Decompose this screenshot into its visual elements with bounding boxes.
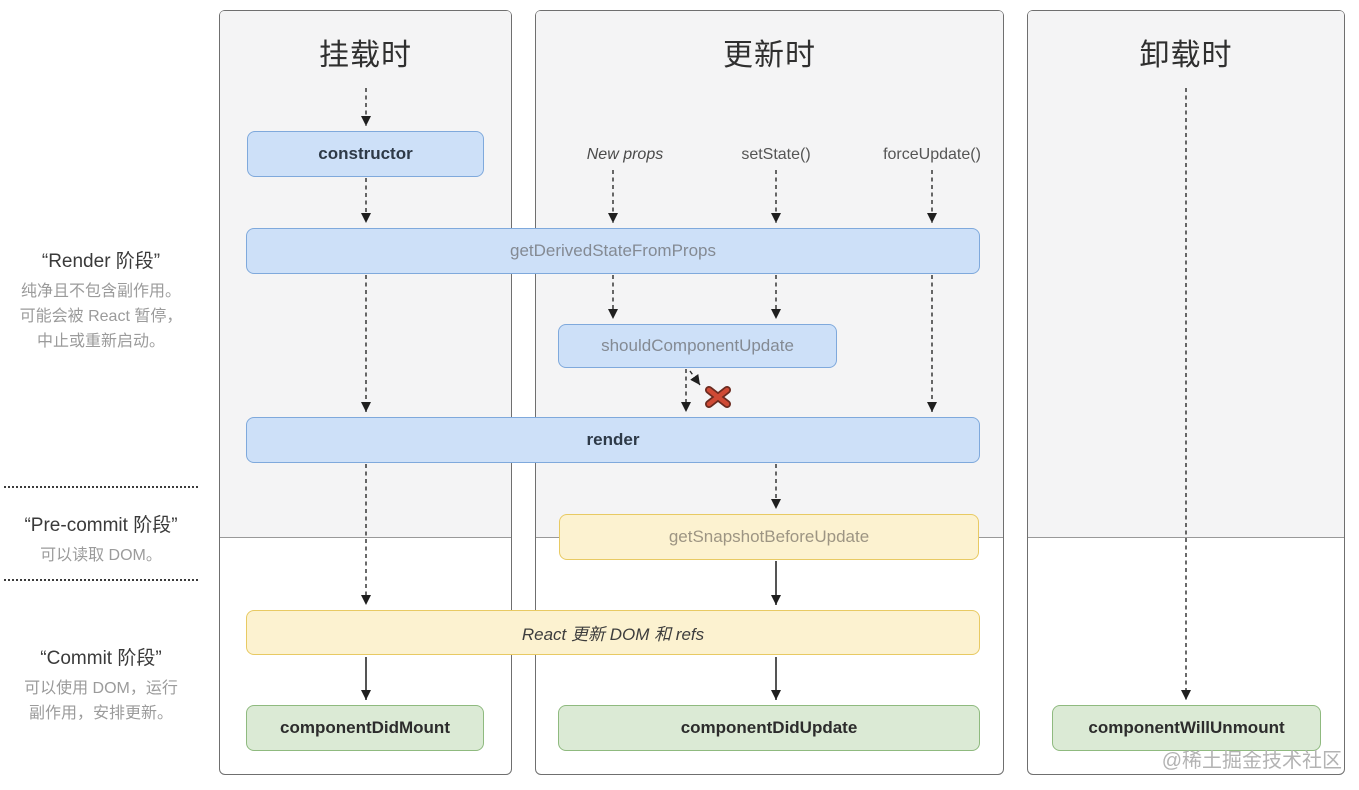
precommit-phase-desc-line: 可以读取 DOM。 xyxy=(40,547,162,564)
componentdidupdate-box: componentDidUpdate xyxy=(558,705,980,751)
watermark: @稀土掘金技术社区 xyxy=(1161,750,1342,772)
commit-phase-title: “Commit 阶段” xyxy=(40,648,162,669)
commit-phase-label: “Commit 阶段” 可以使用 DOM，运行 副作用，安排更新。 xyxy=(0,643,202,726)
precommit-phase-label: “Pre-commit 阶段” 可以读取 DOM。 xyxy=(0,510,202,568)
getderivedstatefromprops-box: getDerivedStateFromProps xyxy=(246,228,980,274)
commit-phase-desc-line: 可以使用 DOM，运行 xyxy=(24,680,178,697)
mounting-title: 挂载时 xyxy=(319,39,412,72)
constructor-box: constructor xyxy=(247,131,484,177)
getsnapshotbeforeupdate-box: getSnapshotBeforeUpdate xyxy=(559,514,979,560)
unmounting-title: 卸载时 xyxy=(1139,39,1233,72)
abort-x-icon xyxy=(705,386,731,408)
setstate-label: setState() xyxy=(741,146,811,163)
updating-title: 更新时 xyxy=(723,39,816,72)
componentdidmount-box: componentDidMount xyxy=(246,705,484,751)
render-phase-desc-line: 可能会被 React 暂停， xyxy=(19,308,183,325)
render-phase-title: “Render 阶段” xyxy=(41,251,161,272)
react-updates-dom-box: React 更新 DOM 和 refs xyxy=(246,610,980,655)
new-props-label: New props xyxy=(586,146,664,163)
phase-divider-bottom xyxy=(4,579,198,581)
commit-phase-desc-line: 副作用，安排更新。 xyxy=(28,705,173,722)
componentwillunmount-box: componentWillUnmount xyxy=(1052,705,1321,751)
shouldcomponentupdate-box: shouldComponentUpdate xyxy=(558,324,837,368)
forceupdate-label: forceUpdate() xyxy=(883,146,981,163)
render-phase-label: “Render 阶段” 纯净且不包含副作用。 可能会被 React 暂停， 中止… xyxy=(0,246,202,354)
phase-divider-top xyxy=(4,486,198,488)
render-phase-desc-line: 纯净且不包含副作用。 xyxy=(20,283,181,300)
render-box: render xyxy=(246,417,980,463)
precommit-phase-title: “Pre-commit 阶段” xyxy=(24,515,178,536)
render-phase-desc-line: 中止或重新启动。 xyxy=(36,333,165,350)
